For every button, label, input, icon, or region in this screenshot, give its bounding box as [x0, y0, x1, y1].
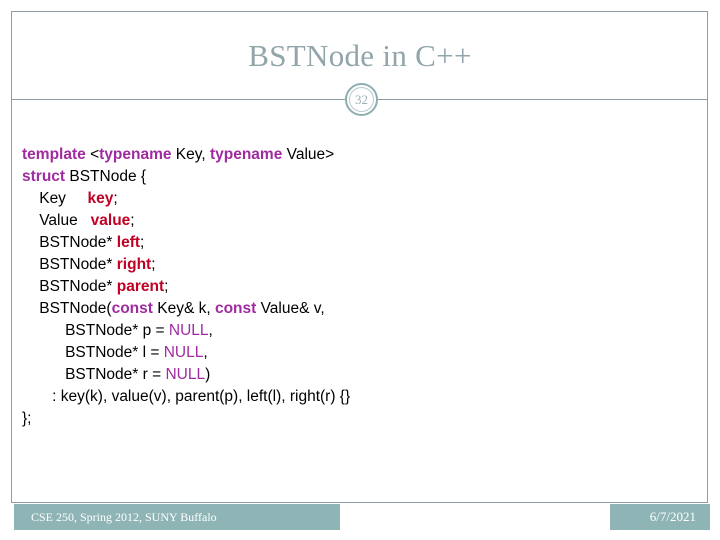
code-token-kw: template [22, 146, 91, 163]
code-token-plain: ; [140, 234, 145, 251]
code-token-plain: < [90, 146, 100, 163]
code-token-plain: BSTNode { [69, 168, 147, 185]
code-token-kw: typename [209, 146, 287, 163]
code-token-plain: Value [22, 212, 91, 229]
code-token-plain: BSTNode* [22, 234, 117, 251]
code-token-plain: BSTNode* r = [22, 366, 166, 383]
code-token-nul: NULL [163, 344, 204, 361]
code-block: template <typename Key, typename Value>s… [22, 144, 682, 430]
code-token-plain: ; [151, 256, 156, 273]
code-token-plain: Key& k, [152, 300, 215, 317]
footer-date-bar: 6/7/2021 [610, 504, 710, 530]
code-token-plain: Value> [286, 146, 335, 163]
code-token-plain: Value& v, [256, 300, 325, 317]
code-line: BSTNode* l = NULL, [22, 342, 682, 364]
code-token-kw: typename [99, 146, 176, 163]
footer-course-text: CSE 250, Spring 2012, SUNY Buffalo [31, 510, 217, 524]
page-number: 32 [355, 92, 368, 107]
code-token-mem: right [116, 256, 152, 273]
code-token-plain: BSTNode* [22, 256, 117, 273]
code-token-nul: NULL [168, 322, 209, 339]
code-token-plain: ) [205, 366, 211, 383]
page-title: BSTNode in C++ [248, 38, 472, 73]
code-token-kw: const [111, 300, 153, 317]
code-token-nul: NULL [165, 366, 206, 383]
code-token-plain: , [203, 344, 208, 361]
code-token-plain: : key(k), value(v), parent(p), left(l), … [22, 388, 351, 405]
medallion-inner-ring-icon [349, 87, 374, 112]
code-token-plain: , [208, 322, 213, 339]
code-token-mem: parent [116, 278, 165, 295]
code-line: Key key; [22, 188, 682, 210]
code-line: BSTNode* r = NULL) [22, 364, 682, 386]
code-token-mem: value [90, 212, 131, 229]
code-line: : key(k), value(v), parent(p), left(l), … [22, 386, 682, 408]
code-token-kw: const [214, 300, 257, 317]
footer-course-bar: CSE 250, Spring 2012, SUNY Buffalo [14, 504, 340, 530]
code-token-mem: left [116, 234, 141, 251]
code-line: BSTNode(const Key& k, const Value& v, [22, 298, 682, 320]
footer-date-text: 6/7/2021 [649, 509, 696, 524]
code-line: BSTNode* right; [22, 254, 682, 276]
code-token-plain: }; [22, 410, 32, 427]
code-line: struct BSTNode { [22, 166, 682, 188]
code-token-plain: ; [113, 190, 118, 207]
code-line: Value value; [22, 210, 682, 232]
code-token-plain: ; [164, 278, 169, 295]
code-token-plain: Key [22, 190, 88, 207]
code-token-plain: BSTNode* l = [22, 344, 164, 361]
code-token-plain: BSTNode* [22, 278, 117, 295]
code-token-plain: BSTNode( [22, 300, 112, 317]
code-line: template <typename Key, typename Value> [22, 144, 682, 166]
code-line: }; [22, 408, 682, 430]
code-line: BSTNode* left; [22, 232, 682, 254]
code-line: BSTNode* p = NULL, [22, 320, 682, 342]
code-token-mem: key [87, 190, 114, 207]
code-line: BSTNode* parent; [22, 276, 682, 298]
code-token-kw: struct [22, 168, 70, 185]
code-token-plain: BSTNode* p = [22, 322, 169, 339]
page-number-medallion: 32 [345, 83, 378, 116]
code-token-plain: Key, [175, 146, 210, 163]
code-token-plain: ; [130, 212, 135, 229]
